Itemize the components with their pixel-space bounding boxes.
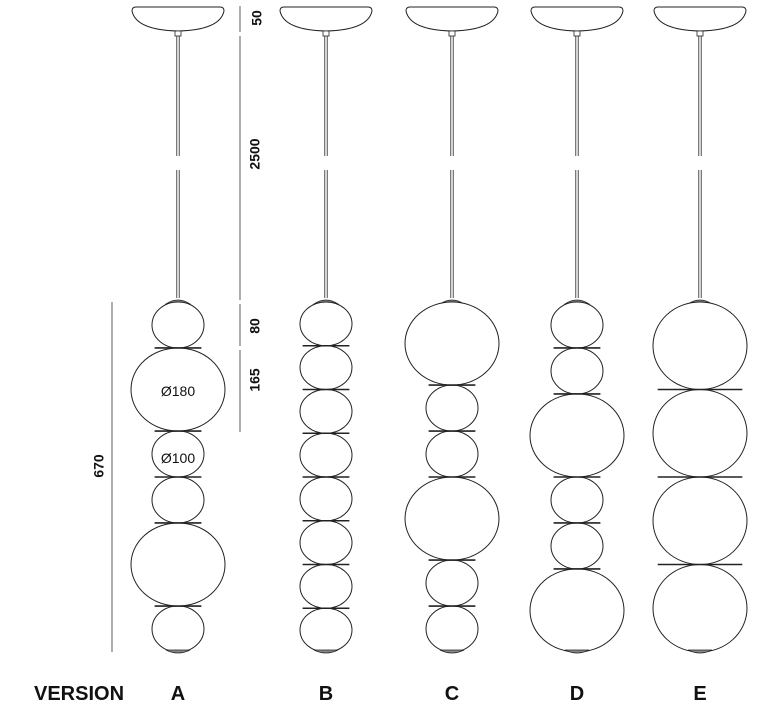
cable-clamp xyxy=(322,30,330,37)
bottom-cap xyxy=(165,649,191,654)
dim-cable-length: 2500 xyxy=(247,138,263,169)
small-bead xyxy=(299,432,353,478)
dimension-lines: 50 2500 80 165 670 xyxy=(91,6,265,652)
lamp-version-c xyxy=(404,6,500,654)
version-letter: A xyxy=(171,683,185,705)
bottom-cap xyxy=(687,649,713,654)
canopy xyxy=(131,6,225,32)
version-letter: C xyxy=(445,683,459,705)
canopy xyxy=(405,6,499,32)
cable-clamp xyxy=(696,30,704,37)
dim-total-height: 670 xyxy=(91,454,107,478)
small-bead xyxy=(299,520,353,565)
bottom-cap xyxy=(439,649,465,654)
lamp-version-e xyxy=(652,6,748,654)
large-bead xyxy=(529,568,625,653)
cable-clamp xyxy=(573,30,581,37)
small-bead-diameter-label: Ø100 xyxy=(161,450,195,466)
lamp-version-d xyxy=(529,6,625,654)
small-bead xyxy=(151,301,205,349)
large-bead xyxy=(529,393,625,478)
version-letters: A B C D E xyxy=(171,683,707,705)
version-heading: VERSION xyxy=(34,683,124,705)
small-bead xyxy=(425,605,479,653)
small-bead xyxy=(550,301,604,349)
version-letter: B xyxy=(319,683,333,705)
dim-top-bead-height: 80 xyxy=(247,318,263,334)
small-bead xyxy=(425,430,479,478)
large-bead xyxy=(404,476,500,561)
small-bead xyxy=(299,607,353,653)
bottom-cap xyxy=(564,649,590,654)
small-bead xyxy=(550,476,604,524)
small-bead xyxy=(299,345,353,390)
small-bead xyxy=(425,559,479,607)
bottom-cap xyxy=(313,649,339,654)
lamp-versions xyxy=(130,6,748,654)
large-bead xyxy=(404,301,500,386)
canopy xyxy=(279,6,373,32)
cable-clamp xyxy=(174,30,182,37)
small-bead xyxy=(299,389,353,434)
small-bead xyxy=(550,522,604,570)
large-bead xyxy=(652,564,748,653)
version-letter: D xyxy=(570,683,584,705)
small-bead xyxy=(299,564,353,609)
canopy xyxy=(530,6,624,32)
dim-second-bead-height: 165 xyxy=(247,368,263,392)
large-bead xyxy=(652,389,748,478)
small-bead xyxy=(425,384,479,432)
large-bead xyxy=(130,522,226,607)
small-bead xyxy=(550,347,604,395)
small-bead xyxy=(151,605,205,653)
small-bead xyxy=(299,476,353,522)
small-bead xyxy=(151,476,205,524)
lamp-version-b xyxy=(279,6,373,654)
lamp-version-a xyxy=(130,6,226,654)
annotation-labels: Ø180 Ø100 VERSION xyxy=(34,383,195,705)
cable-clamp xyxy=(448,30,456,37)
version-letter: E xyxy=(693,683,706,705)
small-bead xyxy=(299,301,353,347)
large-bead xyxy=(652,476,748,565)
large-bead-diameter-label: Ø180 xyxy=(161,383,195,399)
large-bead xyxy=(652,301,748,390)
canopy xyxy=(653,6,747,32)
dim-canopy-height: 50 xyxy=(249,10,265,26)
